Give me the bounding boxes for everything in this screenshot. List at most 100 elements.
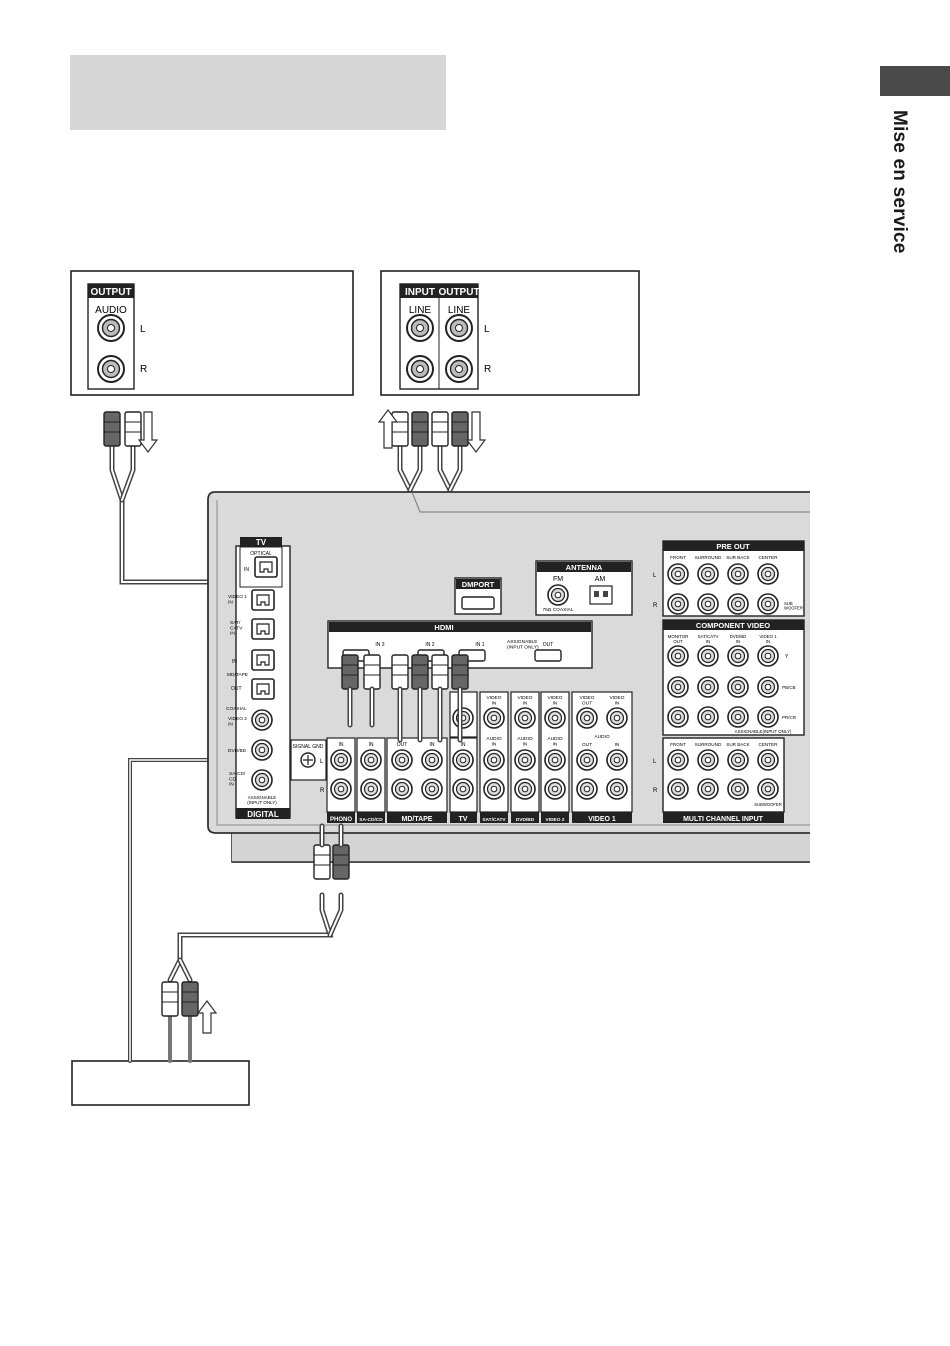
mc-surback-label: SUR BACK <box>726 742 750 747</box>
cd-audio-r-jack <box>97 355 125 383</box>
dvd-video-jack <box>514 707 536 729</box>
pre-surround-l-jack <box>697 563 719 585</box>
tv-audio-in-label: IN <box>461 742 466 748</box>
tape-r-label: R <box>484 364 491 375</box>
video1-audio-out-label: OUT <box>582 742 592 748</box>
sat-catv-optical-jack <box>251 618 275 640</box>
receiver-mdtape-plug-2 <box>411 654 429 690</box>
comp-monitor-y-jack <box>667 645 689 667</box>
md-tape-out-label: OUT <box>397 742 408 748</box>
video2-coax-jack <box>251 709 273 731</box>
video1-group-label: VIDEO 1 <box>588 816 616 823</box>
md-tape-in-l-jack <box>421 749 443 771</box>
video1-audio-out-r-jack <box>576 778 598 800</box>
signal-gnd-label: SIGNAL GND <box>293 744 324 750</box>
tape-line-in-label: LINE <box>409 305 432 316</box>
tv-optical-jack <box>254 556 278 578</box>
comp-video1-y-jack <box>757 645 779 667</box>
comp-dvd-pb-jack <box>727 676 749 698</box>
optical-label: OPTICAL <box>250 551 272 557</box>
mc-center-jack <box>757 749 779 771</box>
pre-surback-l-jack <box>727 563 749 585</box>
cd-player-device: OUTPUT AUDIO L R <box>70 270 354 396</box>
sacd-l-jack <box>360 749 382 771</box>
pre-front-l-jack <box>667 563 689 585</box>
receiver-mdtape-plug-3 <box>431 654 449 690</box>
tape-input-header: INPUT <box>405 287 435 298</box>
mc-surround-label: SURROUND <box>695 742 722 747</box>
phono-in-label: IN <box>339 742 344 748</box>
dmport-jack <box>461 596 495 610</box>
coaxial-label: COAXIAL <box>226 706 247 712</box>
cd-audio-label: AUDIO <box>95 305 127 316</box>
mc-subwoofer-label: SUBWOOFER <box>754 802 781 807</box>
pre-surback-label: SUR BACK <box>726 555 750 560</box>
section-header-bar <box>70 55 446 130</box>
sat-audio-r-jack <box>483 778 505 800</box>
multi-channel-input-label: MULTI CHANNEL INPUT <box>683 816 764 823</box>
arrow-down-icon <box>465 411 487 453</box>
comp-monitor-pr-jack <box>667 706 689 728</box>
cd-plug-l <box>103 411 121 447</box>
comp-pr-label: PR/CR <box>782 715 797 720</box>
video2-audio-l-jack <box>544 749 566 771</box>
phono-r-jack <box>330 778 352 800</box>
md-tape-group-label: MD/TAPE <box>402 816 433 823</box>
comp-sat-pr-jack <box>697 706 719 728</box>
mc-front-l-jack <box>667 749 689 771</box>
md-tape-out-l-jack <box>391 749 413 771</box>
md-tape-in-r-jack <box>421 778 443 800</box>
pre-r-label: R <box>653 603 658 609</box>
hdmi-assignable-label: ASSIGNABLE(INPUT ONLY) <box>507 639 539 650</box>
fm-antenna-jack <box>547 584 569 606</box>
turntable-device <box>71 1060 250 1106</box>
sacd-cd-coax-jack <box>251 769 273 791</box>
tape-line-out-label: LINE <box>448 305 471 316</box>
antenna-label: ANTENNA <box>566 563 603 572</box>
receiver-sacd-plug-r <box>363 654 381 690</box>
pre-center-label: CENTER <box>759 555 779 560</box>
phono-group-label: PHONO <box>330 817 352 823</box>
tape-out-plug-l <box>431 411 449 447</box>
pre-front-label: FRONT <box>670 555 686 560</box>
sat-catv-group-label: SAT/CATV <box>482 817 506 823</box>
digital-assignable-label: ASSIGNABLE(INPUT ONLY) <box>247 795 277 805</box>
tape-out-l-jack <box>445 314 473 342</box>
video1-audio-label: AUDIO <box>594 734 609 740</box>
tape-deck-device: INPUT OUTPUT LINE LINE L R <box>380 270 640 396</box>
analog-l-label: L <box>320 759 324 765</box>
hdmi-label: HDMI <box>434 623 453 632</box>
mc-surback-l-jack <box>727 749 749 771</box>
hdmi-out-label: OUT <box>543 642 554 648</box>
video1-audio-in-l-jack <box>606 749 628 771</box>
comp-y-label: Y <box>785 654 789 660</box>
am-label: AM <box>595 576 606 583</box>
dvd-bd-coax-label: DVD/BD <box>228 748 247 754</box>
cd-audio-l-jack <box>97 314 125 342</box>
md-tape-out-r-jack <box>391 778 413 800</box>
tape-output-header: OUTPUT <box>438 287 479 298</box>
mc-l-label: L <box>653 759 657 765</box>
cd-plug-r <box>124 411 142 447</box>
pre-subwoofer-jack <box>757 593 779 615</box>
mc-surback-r-jack <box>727 778 749 800</box>
mc-r-label: R <box>653 788 658 794</box>
dvd-audio-l-jack <box>514 749 536 771</box>
md-tape-in-label: IN <box>430 742 435 748</box>
sacd-in-label: IN <box>369 742 374 748</box>
fm-label: FM <box>553 576 563 583</box>
sat-audio-l-jack <box>483 749 505 771</box>
section-title-text: Mise en service <box>889 110 910 254</box>
